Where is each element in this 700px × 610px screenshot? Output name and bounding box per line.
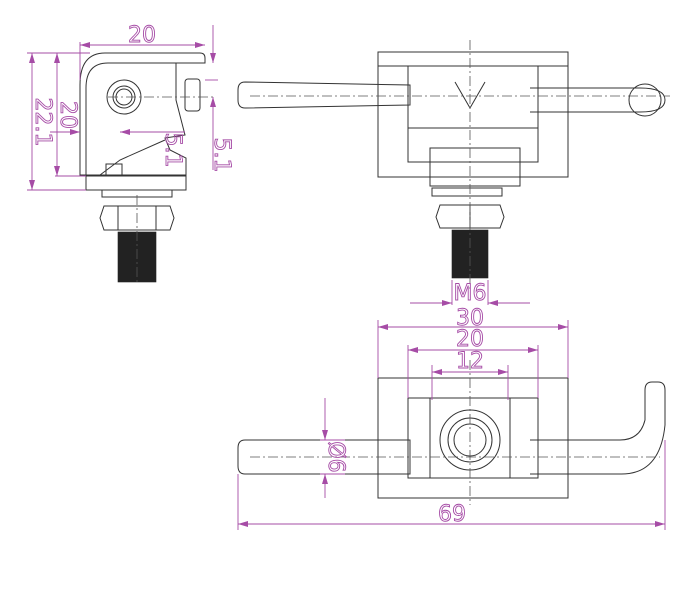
hook-end [628,83,662,117]
side-view [79,52,215,283]
dim-jaw-20: 20 [55,101,80,129]
top-view [237,360,666,505]
front-view-dimensions: M6 [410,280,530,306]
hex-nut-front [435,204,505,229]
dim-height-22-1: 22.1 [30,98,55,147]
left-rod-top [237,439,411,475]
front-view [237,40,670,290]
dim-69: 69 [438,502,466,527]
side-view-dimensions: 20 22.1 20 5.1 5.1 [27,23,234,191]
dim-thread-m6: M6 [454,281,487,306]
top-view-dimensions: 30 20 12 Ø6 69 [237,306,666,530]
dim-diameter-6: Ø6 [323,441,348,472]
clamp-block [377,51,569,178]
left-rod [237,81,411,109]
dim-right-5-1: 5.1 [209,138,234,173]
dim-20: 20 [456,327,484,352]
base-block-top [377,377,569,499]
dim-inner-5-1: 5.1 [160,133,185,168]
base-plate [85,175,187,191]
clamp-body [79,52,206,176]
dim-width-20: 20 [128,23,156,48]
dim-30: 30 [456,306,484,331]
dim-12: 12 [456,349,484,374]
hex-nut [99,205,175,231]
